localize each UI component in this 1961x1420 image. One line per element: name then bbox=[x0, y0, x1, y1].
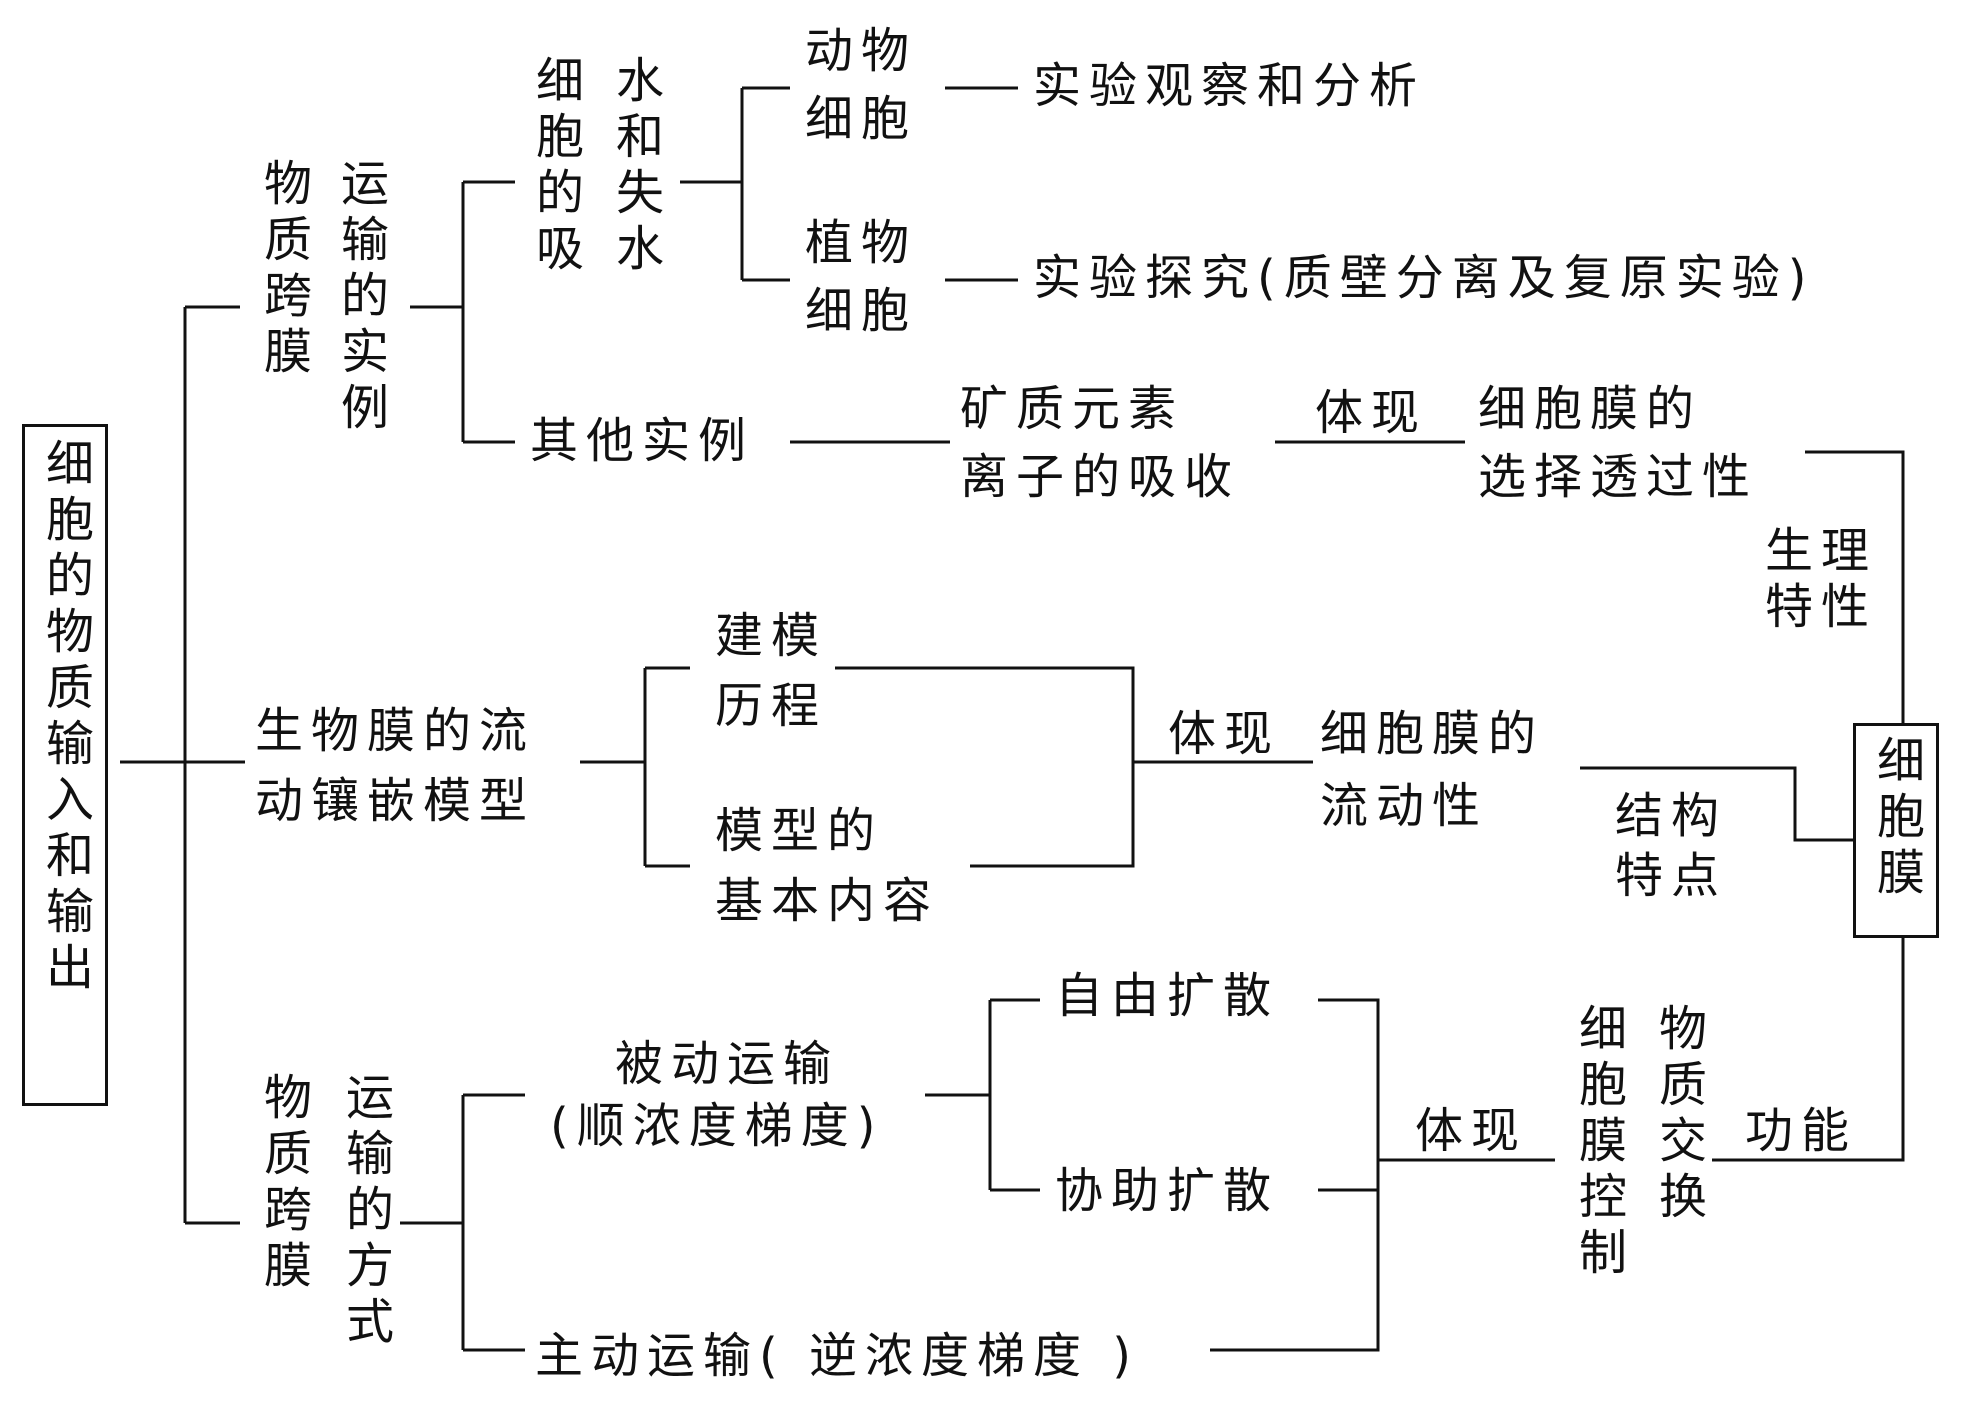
feature-line2: 特点 bbox=[1615, 848, 1728, 904]
physio-line bbox=[1805, 450, 1905, 723]
root-label: 细胞的物质输入和输出 bbox=[37, 438, 93, 998]
ion-line2: 离子的吸收 bbox=[960, 449, 1241, 505]
facilitated-diffusion: 协助扩散 bbox=[1055, 1163, 1280, 1219]
branch3-label-col1: 物质跨膜 bbox=[255, 1072, 311, 1296]
diffusion-join bbox=[1210, 998, 1380, 1352]
membrane-label: 细胞膜 bbox=[1868, 735, 1924, 903]
passive-line2: (顺浓度梯度) bbox=[550, 1098, 884, 1154]
perm-line2: 选择透过性 bbox=[1478, 449, 1759, 505]
history-line1: 建模 bbox=[715, 608, 828, 664]
passive-bracket bbox=[925, 998, 1040, 1192]
method-bracket bbox=[400, 1093, 525, 1352]
branch1-label-col2: 运输的实例 bbox=[332, 158, 388, 438]
control-col2: 物质交换 bbox=[1650, 1003, 1706, 1227]
structure-line bbox=[1580, 766, 1853, 842]
plant-cell-line1: 植物 bbox=[805, 215, 918, 271]
embody-label-3: 体现 bbox=[1415, 1103, 1528, 1159]
control-col1: 细胞膜控制 bbox=[1570, 1003, 1626, 1283]
plant-experiment: 实验探究(质壁分离及复原实验) bbox=[1033, 250, 1815, 306]
embody-label-1: 体现 bbox=[1315, 385, 1428, 441]
animal-cell-line1: 动物 bbox=[805, 23, 918, 79]
content-line2: 基本内容 bbox=[715, 873, 940, 929]
passive-line1: 被动运输 bbox=[615, 1036, 840, 1092]
branch3-label-col2: 运输的方式 bbox=[337, 1072, 393, 1352]
water-bracket bbox=[680, 86, 790, 282]
branch1-bracket bbox=[410, 180, 515, 444]
membrane-box bbox=[1853, 723, 1939, 938]
history-line2: 历程 bbox=[715, 678, 828, 734]
content-line1: 模型的 bbox=[715, 803, 884, 859]
root-box bbox=[22, 424, 108, 1106]
animal-experiment: 实验观察和分析 bbox=[1033, 58, 1426, 114]
plant-cell-line2: 细胞 bbox=[805, 283, 918, 339]
fluid-line1: 细胞膜的 bbox=[1320, 706, 1545, 762]
branch2-label-line1: 生物膜的流 bbox=[255, 703, 536, 759]
water-col1: 细胞的吸 bbox=[527, 55, 583, 279]
ion-line1: 矿质元素 bbox=[960, 381, 1185, 437]
other-examples: 其他实例 bbox=[530, 413, 755, 469]
model-bracket bbox=[580, 666, 690, 868]
feature-line1: 结构 bbox=[1615, 788, 1728, 844]
property-line1: 生理 bbox=[1765, 523, 1878, 579]
function-line bbox=[1712, 938, 1905, 1162]
function-label: 功能 bbox=[1745, 1103, 1858, 1159]
water-col2: 水和失水 bbox=[607, 55, 663, 279]
perm-line1: 细胞膜的 bbox=[1478, 381, 1703, 437]
simple-diffusion: 自由扩散 bbox=[1055, 968, 1280, 1024]
animal-cell-line2: 细胞 bbox=[805, 91, 918, 147]
branch1-label-col1: 物质跨膜 bbox=[255, 158, 311, 382]
history-line bbox=[835, 666, 1135, 868]
property-line2: 特性 bbox=[1765, 579, 1878, 635]
branch2-label-line2: 动镶嵌模型 bbox=[255, 773, 536, 829]
embody-label-2: 体现 bbox=[1168, 706, 1281, 762]
active-transport: 主动运输( 逆浓度梯度 ) bbox=[535, 1328, 1139, 1384]
fluid-line2: 流动性 bbox=[1320, 778, 1489, 834]
root-connector bbox=[120, 305, 245, 1225]
